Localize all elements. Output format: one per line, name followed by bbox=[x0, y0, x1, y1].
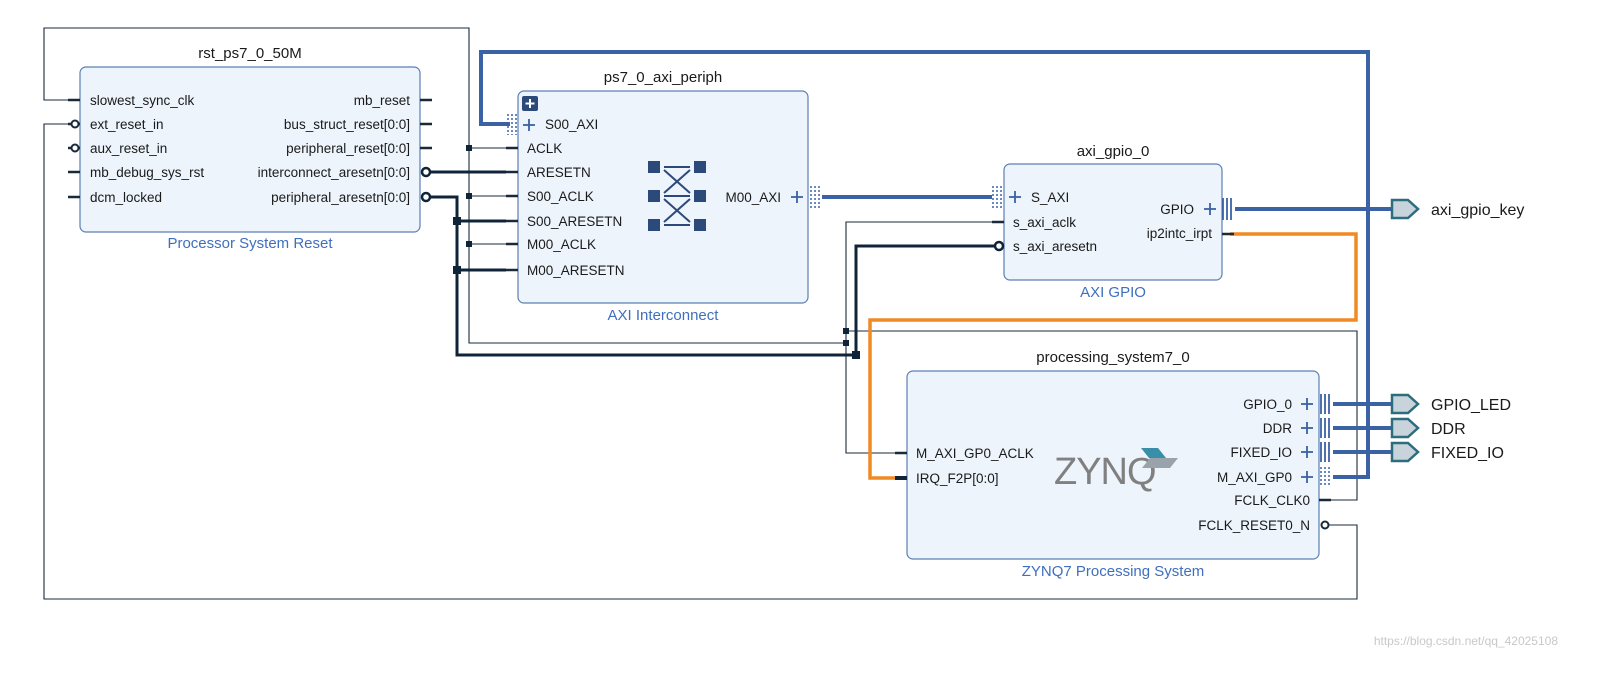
port-ext-reset-in[interactable]: ext_reset_in bbox=[90, 117, 164, 132]
port-dcm-locked[interactable]: dcm_locked bbox=[90, 190, 162, 205]
port-s00-aresetn[interactable]: S00_ARESETN bbox=[527, 214, 622, 229]
block-type-label: AXI GPIO bbox=[1080, 284, 1146, 301]
port-bus-struct-reset[interactable]: bus_struct_reset[0:0] bbox=[284, 117, 410, 132]
block-instance-name: axi_gpio_0 bbox=[1077, 143, 1150, 160]
port-m00-aclk[interactable]: M00_ACLK bbox=[527, 237, 596, 252]
external-port-label: axi_gpio_key bbox=[1431, 202, 1524, 219]
net-slowest-sync-clk[interactable] bbox=[43, 27, 470, 148]
svg-text:ZYNQ: ZYNQ bbox=[1054, 451, 1156, 493]
external-port-icon bbox=[1390, 417, 1420, 439]
nets bbox=[43, 27, 1392, 600]
block-axi-gpio[interactable]: axi_gpio_0 AXI GPIO S_AXI s_axi_aclk s_a… bbox=[992, 143, 1234, 301]
block-instance-name: rst_ps7_0_50M bbox=[198, 45, 301, 62]
block-type-label: ZYNQ7 Processing System bbox=[1022, 563, 1205, 580]
external-port-label: DDR bbox=[1431, 421, 1466, 438]
port-ddr[interactable]: DDR bbox=[1263, 421, 1292, 436]
bus-m-axi-gp0[interactable] bbox=[479, 50, 1370, 479]
axi-crossbar-icon bbox=[648, 161, 706, 231]
port-peripheral-reset[interactable]: peripheral_reset[0:0] bbox=[286, 141, 410, 156]
port-fclk-clk0[interactable]: FCLK_CLK0 bbox=[1234, 493, 1310, 508]
port-mb-debug-sys-rst[interactable]: mb_debug_sys_rst bbox=[90, 165, 204, 180]
net-fclk-reset0-n[interactable] bbox=[43, 123, 1358, 600]
external-port-icon bbox=[1390, 441, 1420, 463]
port-aclk[interactable]: ACLK bbox=[527, 141, 562, 156]
port-interconnect-aresetn[interactable]: interconnect_aresetn[0:0] bbox=[258, 165, 410, 180]
bus-plus-icon[interactable] bbox=[1301, 398, 1313, 483]
bus-plus-icon[interactable] bbox=[1009, 191, 1021, 203]
bus-plus-icon[interactable] bbox=[1204, 203, 1216, 215]
block-type-label: Processor System Reset bbox=[167, 235, 333, 252]
block-type-label: AXI Interconnect bbox=[608, 307, 720, 324]
port-gpio[interactable]: GPIO bbox=[1160, 202, 1194, 217]
block-proc-sys-reset[interactable]: rst_ps7_0_50M Processor System Reset slo… bbox=[68, 45, 432, 252]
watermark: https://blog.csdn.net/qq_42025108 bbox=[1374, 634, 1558, 648]
block-body[interactable] bbox=[79, 66, 421, 233]
port-slowest-sync-clk[interactable]: slowest_sync_clk bbox=[90, 93, 195, 108]
port-m-axi-gp0[interactable]: M_AXI_GP0 bbox=[1217, 470, 1292, 485]
port-s-axi[interactable]: S_AXI bbox=[1031, 190, 1069, 205]
port-s-axi-aresetn[interactable]: s_axi_aresetn bbox=[1013, 239, 1097, 254]
port-ip2intc-irpt[interactable]: ip2intc_irpt bbox=[1147, 226, 1213, 241]
port-aresetn[interactable]: ARESETN bbox=[527, 165, 591, 180]
block-instance-name: processing_system7_0 bbox=[1036, 349, 1189, 366]
port-fixed-io[interactable]: FIXED_IO bbox=[1230, 445, 1292, 460]
port-irq-f2p[interactable]: IRQ_F2P[0:0] bbox=[916, 471, 999, 486]
external-port-ddr[interactable]: DDR bbox=[1390, 417, 1466, 439]
port-mb-reset[interactable]: mb_reset bbox=[354, 93, 411, 108]
block-instance-name: ps7_0_axi_periph bbox=[604, 69, 722, 86]
external-port-axi-gpio-key[interactable]: axi_gpio_key bbox=[1390, 198, 1524, 220]
port-gpio-0[interactable]: GPIO_0 bbox=[1243, 397, 1292, 412]
external-port-label: FIXED_IO bbox=[1431, 445, 1504, 462]
block-axi-interconnect[interactable]: ps7_0_axi_periph AXI Interconnect S00_AX… bbox=[506, 69, 820, 324]
external-port-fixed-io[interactable]: FIXED_IO bbox=[1390, 441, 1504, 463]
port-fclk-reset0-n[interactable]: FCLK_RESET0_N bbox=[1198, 518, 1310, 533]
port-m00-axi[interactable]: M00_AXI bbox=[725, 190, 781, 205]
external-port-gpio-led[interactable]: GPIO_LED bbox=[1390, 393, 1511, 415]
bus-plus-icon[interactable] bbox=[791, 191, 803, 203]
zynq-logo-icon: ZYNQ bbox=[1054, 448, 1178, 493]
net-peripheral-aresetn[interactable] bbox=[430, 195, 995, 357]
port-aux-reset-in[interactable]: aux_reset_in bbox=[90, 141, 167, 156]
port-peripheral-aresetn[interactable]: peripheral_aresetn[0:0] bbox=[271, 190, 410, 205]
external-port-icon bbox=[1390, 393, 1420, 415]
net-ip2intc-irpt[interactable] bbox=[868, 232, 1358, 480]
expand-block-icon[interactable] bbox=[522, 96, 538, 111]
port-s00-axi[interactable]: S00_AXI bbox=[545, 117, 598, 132]
external-port-label: GPIO_LED bbox=[1431, 397, 1511, 414]
net-fclk-clk0-gpio[interactable] bbox=[845, 221, 992, 331]
block-zynq-ps[interactable]: processing_system7_0 ZYNQ7 Processing Sy… bbox=[895, 349, 1331, 580]
port-s-axi-aclk[interactable]: s_axi_aclk bbox=[1013, 215, 1076, 230]
external-port-icon bbox=[1390, 198, 1420, 220]
block-body[interactable] bbox=[906, 370, 1320, 560]
bus-plus-icon[interactable] bbox=[523, 119, 535, 131]
net-fclk-clk0[interactable] bbox=[845, 330, 1358, 501]
port-m-axi-gp0-aclk[interactable]: M_AXI_GP0_ACLK bbox=[916, 446, 1034, 461]
port-s00-aclk[interactable]: S00_ACLK bbox=[527, 189, 594, 204]
port-m00-aresetn[interactable]: M00_ARESETN bbox=[527, 263, 625, 278]
